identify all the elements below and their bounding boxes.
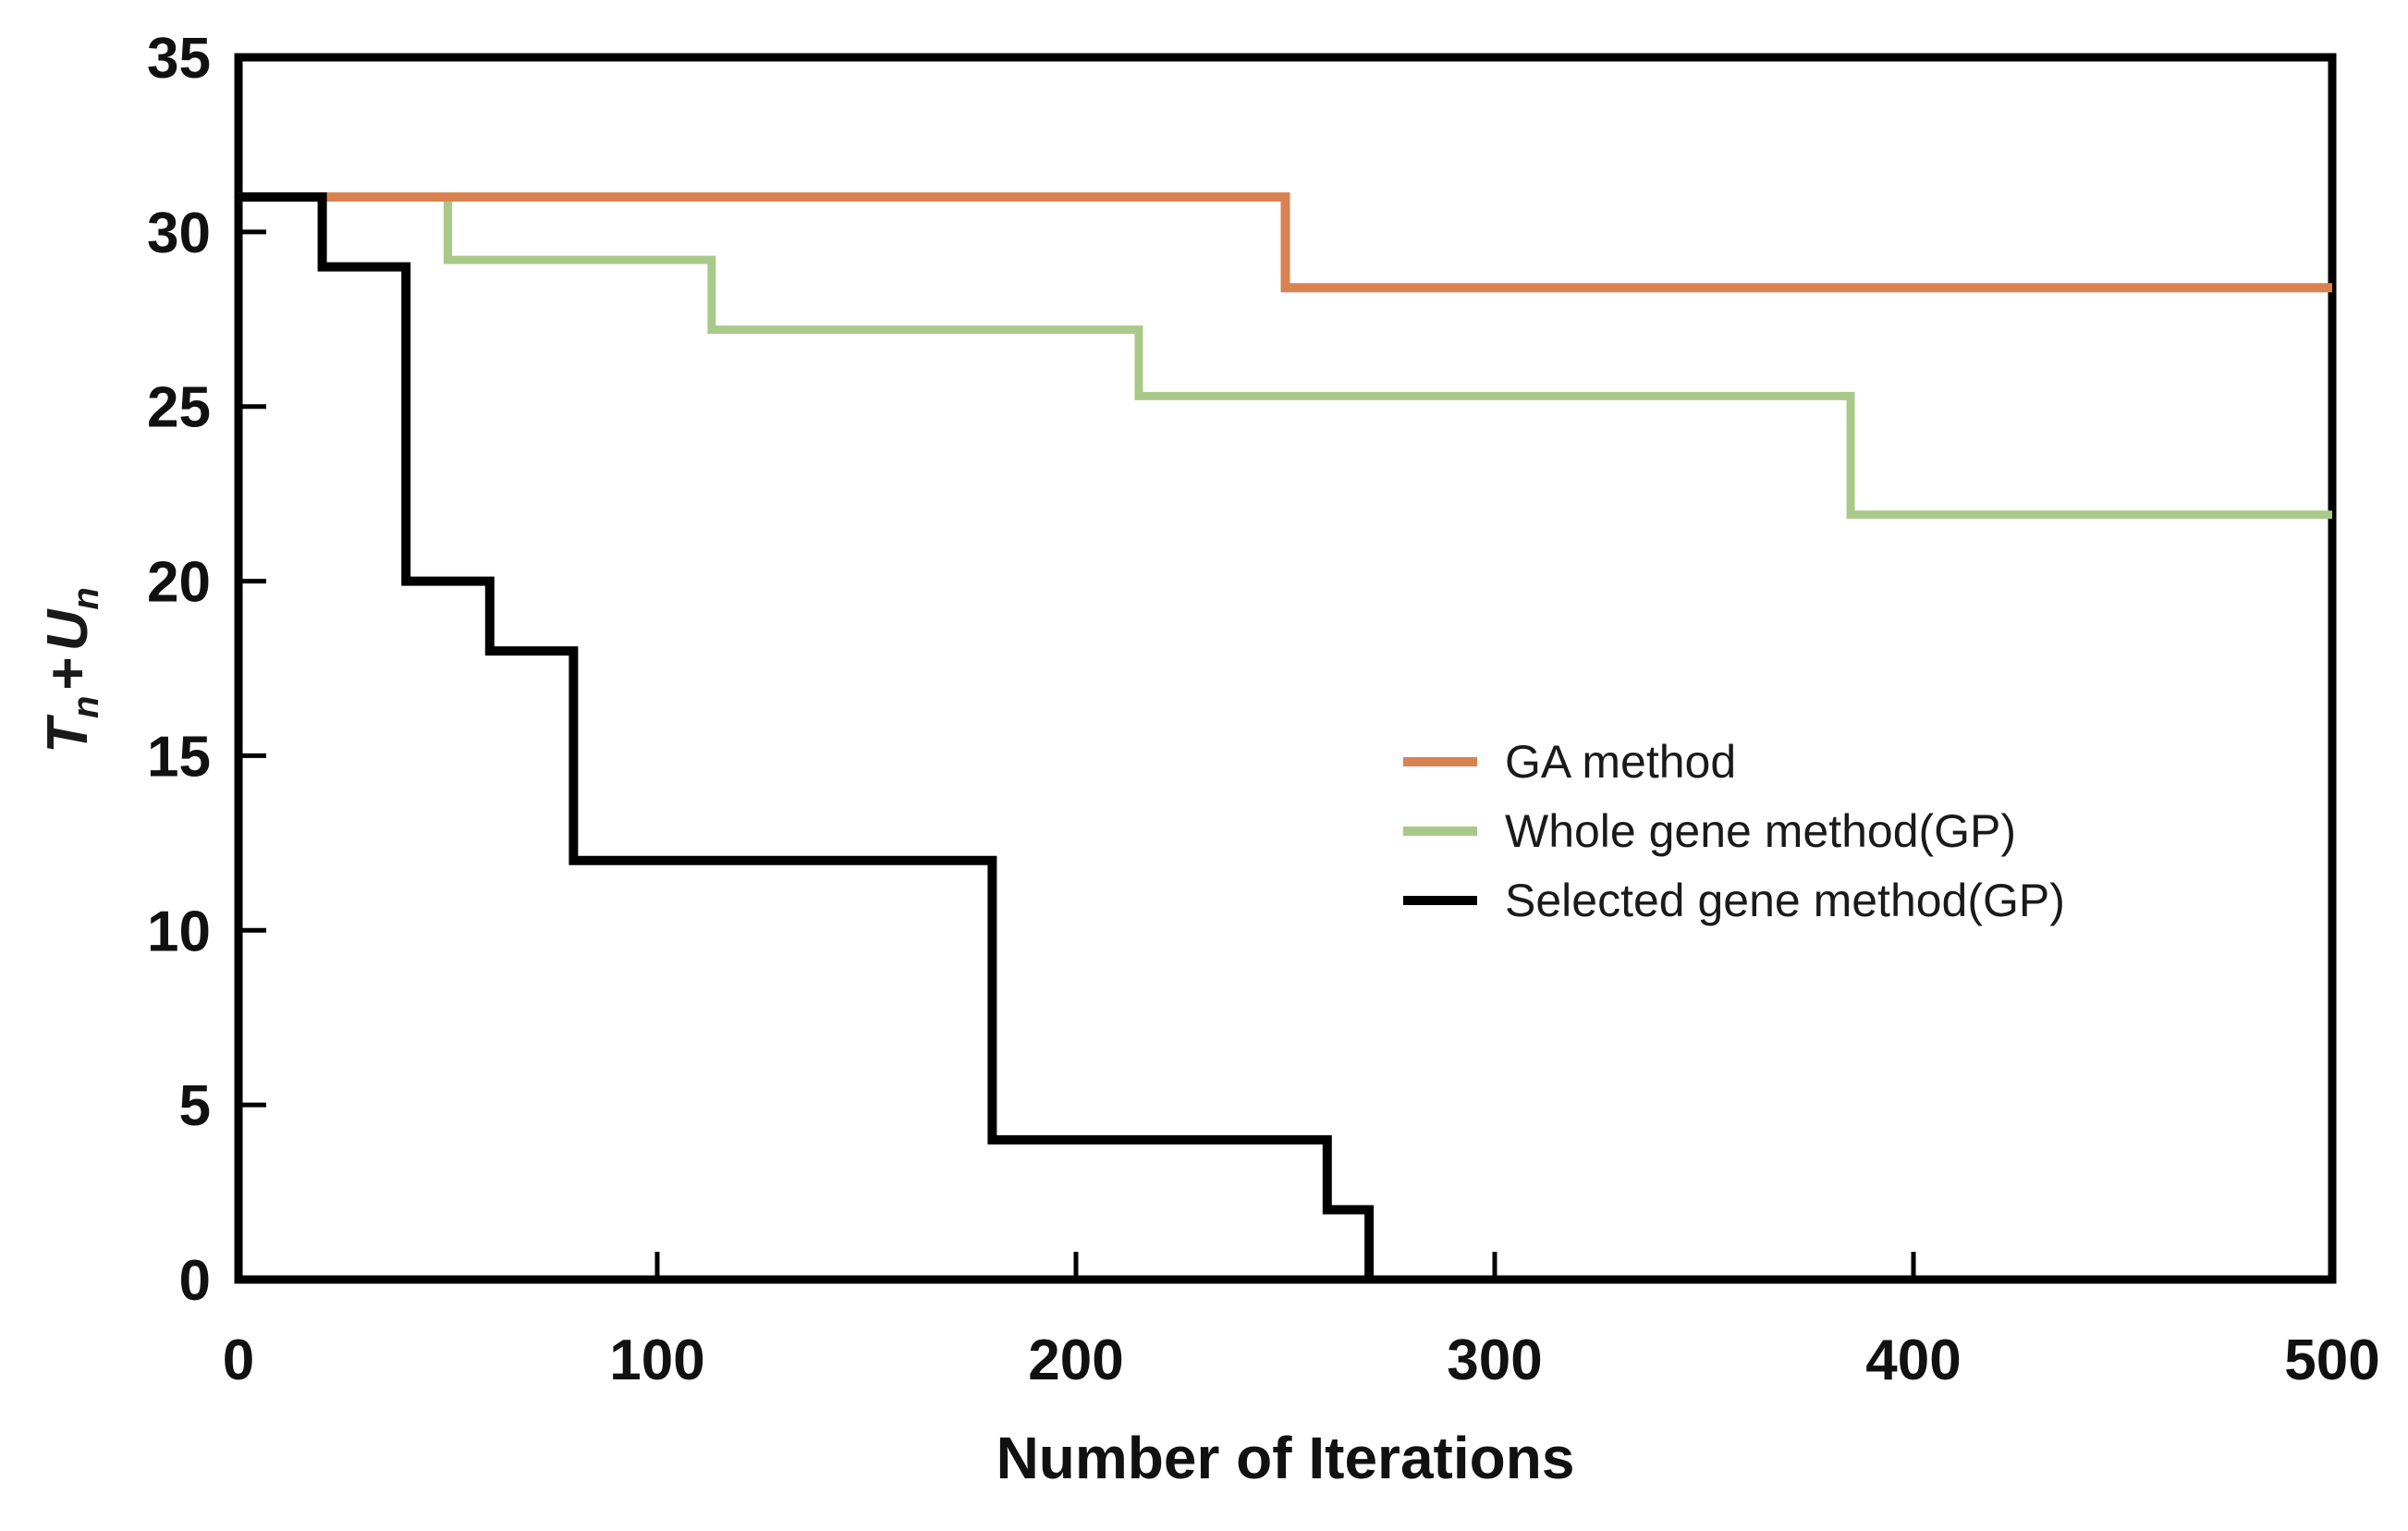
legend-swatch-icon [1403,895,1477,905]
y-title-T: T [36,718,100,753]
x-tick-label: 500 [2284,1329,2379,1392]
y-tick-label: 15 [147,725,211,789]
x-tick-label: 300 [1447,1329,1542,1392]
y-tick-label: 20 [147,551,211,615]
legend-swatch-icon [1403,756,1477,766]
legend-label: GA method [1505,735,1737,788]
legend-item: Selected gene method(GP) [1403,865,2065,935]
x-tick-label: 0 [223,1329,254,1392]
y-tick-label: 25 [147,376,211,440]
legend-label: Selected gene method(GP) [1505,874,2065,926]
x-tick-label: 200 [1028,1329,1123,1392]
x-tick-label: 400 [1865,1329,1961,1392]
x-axis-title: Number of Iterations [996,1425,1575,1491]
series-line-selected-gene-method-gp- [238,192,1375,1280]
x-tick-label: 100 [609,1329,704,1392]
series-line-ga-method [238,192,2332,293]
y-title-U: U [36,609,100,652]
legend-label: Whole gene method(GP) [1505,804,2017,857]
y-tick-label: 35 [147,27,211,91]
legend-swatch-icon [1403,826,1477,836]
y-tick-label: 0 [179,1249,211,1313]
series-line-whole-gene-method-gp- [238,192,2332,520]
y-axis-title: Tn + Un [35,587,106,753]
y-tick-label: 5 [179,1074,211,1138]
plot-border [234,53,2337,1284]
legend-item: GA method [1403,727,2065,796]
y-tick-label: 10 [147,900,211,963]
y-title-T-sub: n [66,695,106,718]
y-tick-label: 30 [147,202,211,265]
y-title-plus: + [36,656,100,691]
y-title-U-sub: n [66,587,106,610]
legend-item: Whole gene method(GP) [1403,796,2065,865]
